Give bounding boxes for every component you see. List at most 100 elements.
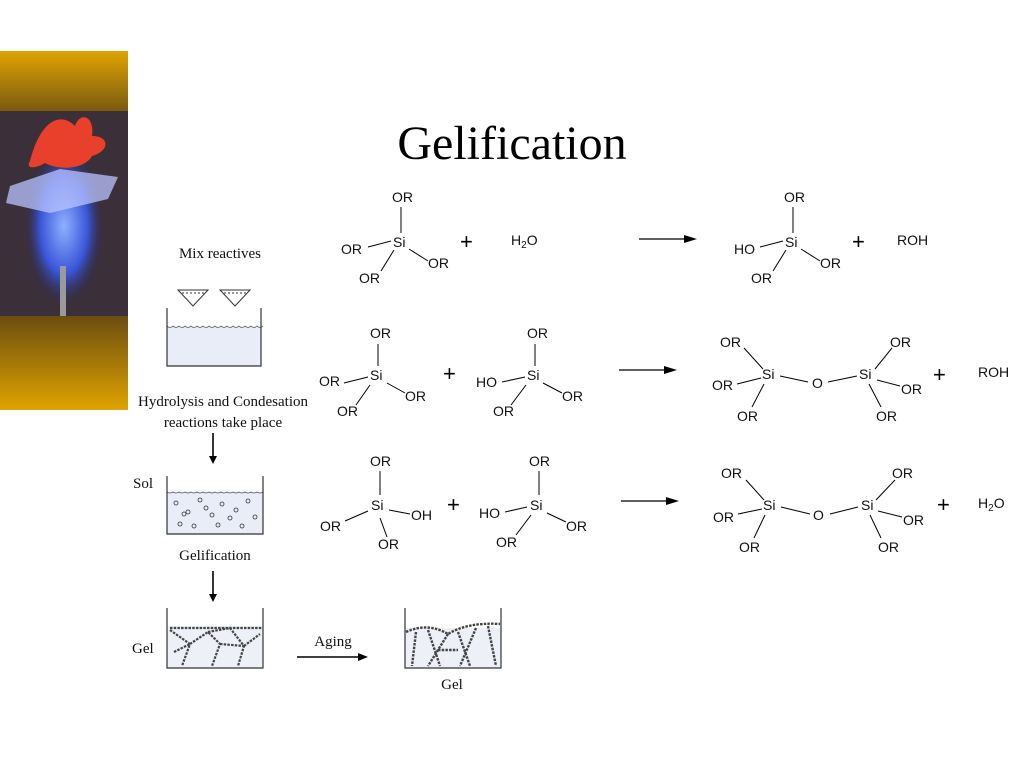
eq3-a-or-left: OR	[320, 518, 341, 534]
aged-gel-fill	[405, 628, 501, 668]
eq2-plus-1: +	[443, 361, 456, 386]
eq3-a-or-top: OR	[370, 453, 391, 469]
eq3-p-or-right: OR	[903, 512, 924, 528]
eq3-a-oh: OH	[411, 507, 432, 523]
sol-particles	[173, 497, 258, 529]
aerogel-plate	[6, 169, 118, 213]
aged-gel-network	[405, 622, 501, 667]
eq2-p-si-right: Si	[859, 366, 872, 382]
burner-stem	[60, 266, 66, 316]
eq1-r-or-right: OR	[428, 255, 449, 271]
eq3-p-o: O	[813, 507, 824, 523]
eq3-water: H2O	[978, 495, 1005, 514]
eq3-b-si: Si	[530, 497, 543, 513]
funnel-icon-left	[176, 289, 210, 307]
gelification-label: Gelification	[179, 548, 251, 564]
beaker-liquid	[167, 326, 261, 366]
eq2-p-or-bl: OR	[737, 408, 758, 424]
down-arrow-icon	[209, 433, 217, 464]
eq2-p-or-right: OR	[901, 381, 922, 397]
eq2-a-or-left: OR	[319, 373, 340, 389]
eq1-r-or-left: OR	[341, 241, 362, 257]
flower-icon	[28, 117, 106, 168]
eq3-p-or-tl: OR	[721, 465, 742, 481]
aging-label: Aging	[314, 634, 352, 650]
strip-bottom-band	[0, 316, 128, 410]
eq3-b-ho: HO	[479, 505, 500, 521]
eq3-water-h: H	[978, 495, 989, 511]
flame-photo-strip	[0, 51, 128, 410]
eq2-b-si: Si	[527, 367, 540, 383]
eq3-p-si-left: Si	[763, 497, 776, 513]
eq2-a-or-top: OR	[370, 325, 391, 341]
eq3-a-or-bottom: OR	[378, 536, 399, 552]
sol-beaker-outline	[166, 476, 264, 535]
gel-beaker	[166, 608, 264, 669]
eq3-p-or-tr: OR	[892, 465, 913, 481]
eq2-a-or-right: OR	[405, 388, 426, 404]
eq3-b-or-bottom: OR	[496, 534, 517, 550]
strip-top-band	[0, 51, 128, 111]
liquid-surface	[166, 325, 264, 328]
eq2-b-or-right: OR	[562, 388, 583, 404]
aged-gel-label: Gel	[441, 677, 463, 693]
eq3-p-or-left: OR	[713, 509, 734, 525]
sol-liquid	[167, 492, 263, 534]
eq2-roh: ROH	[978, 364, 1010, 380]
eq2-p-or-left: OR	[712, 377, 733, 393]
eq1-p-or-right: OR	[820, 255, 841, 271]
eq1-water-h: H	[511, 232, 522, 248]
gel-beaker-outline	[166, 608, 264, 669]
hydrolysis-label-line2: reactions take place	[163, 415, 283, 431]
gel-network	[169, 626, 262, 667]
eq2-p-or-tl: OR	[720, 334, 741, 350]
eq1-r-or-bottom: OR	[359, 270, 380, 286]
eq1-plus-1: +	[460, 229, 473, 254]
eq3-plus-1: +	[447, 492, 460, 517]
slide-title: Gelification	[397, 117, 627, 170]
eq1-p-or-bottom: OR	[751, 270, 772, 286]
sol-beaker	[166, 476, 264, 535]
eq1-p-si: Si	[785, 234, 798, 250]
mix-reactives-label: Mix reactives	[178, 246, 262, 262]
eq3-water-2: 2	[988, 503, 994, 514]
eq3-p-si-right: Si	[861, 497, 874, 513]
eq1-p-or-top: OR	[784, 189, 805, 205]
reaction-arrows	[619, 235, 697, 505]
eq3-b-or-top: OR	[529, 453, 550, 469]
eq1-water: H2O	[511, 232, 538, 251]
eq2-a-si: Si	[370, 367, 383, 383]
gel-liquid	[167, 626, 263, 668]
down-arrow-icon-2	[209, 571, 217, 602]
hydrolysis-label: Hydrolysis and Condesation reactions tak…	[118, 392, 328, 434]
eq3-p-or-br: OR	[878, 539, 899, 555]
eq2-b-or-bottom: OR	[493, 403, 514, 419]
eq3-water-o: O	[993, 495, 1005, 511]
eq1-roh: ROH	[897, 232, 929, 248]
eq2-p-si-left: Si	[762, 366, 775, 382]
eq3-plus-2: +	[937, 492, 950, 517]
eq2-b-or-top: OR	[527, 325, 548, 341]
eq3-a-si: Si	[371, 497, 384, 513]
eq3-p-or-bl: OR	[739, 539, 760, 555]
eq1-water-o: O	[526, 232, 538, 248]
eq1-water-2: 2	[521, 240, 527, 251]
mixing-beaker	[166, 289, 264, 367]
eq2-p-or-br: OR	[876, 408, 897, 424]
eq1-r-or-top: OR	[392, 189, 413, 205]
eq1-plus-2: +	[852, 229, 865, 254]
eq2-p-o: O	[812, 375, 823, 391]
sol-surface	[166, 491, 264, 494]
aged-gel-beaker	[404, 608, 502, 669]
funnel-icon-right	[218, 289, 252, 307]
eq2-p-or-tr: OR	[890, 334, 911, 350]
gel-label: Gel	[132, 641, 154, 657]
eq1-p-ho: HO	[734, 241, 755, 257]
eq2-a-or-bottom: OR	[337, 403, 358, 419]
aging-arrow-icon	[297, 653, 368, 661]
aged-gel-beaker-outline	[404, 608, 502, 669]
eq1-r-si: Si	[393, 234, 406, 250]
sol-label: Sol	[133, 476, 154, 492]
eq3-b-or-right: OR	[566, 518, 587, 534]
eq2-plus-2: +	[933, 362, 946, 387]
